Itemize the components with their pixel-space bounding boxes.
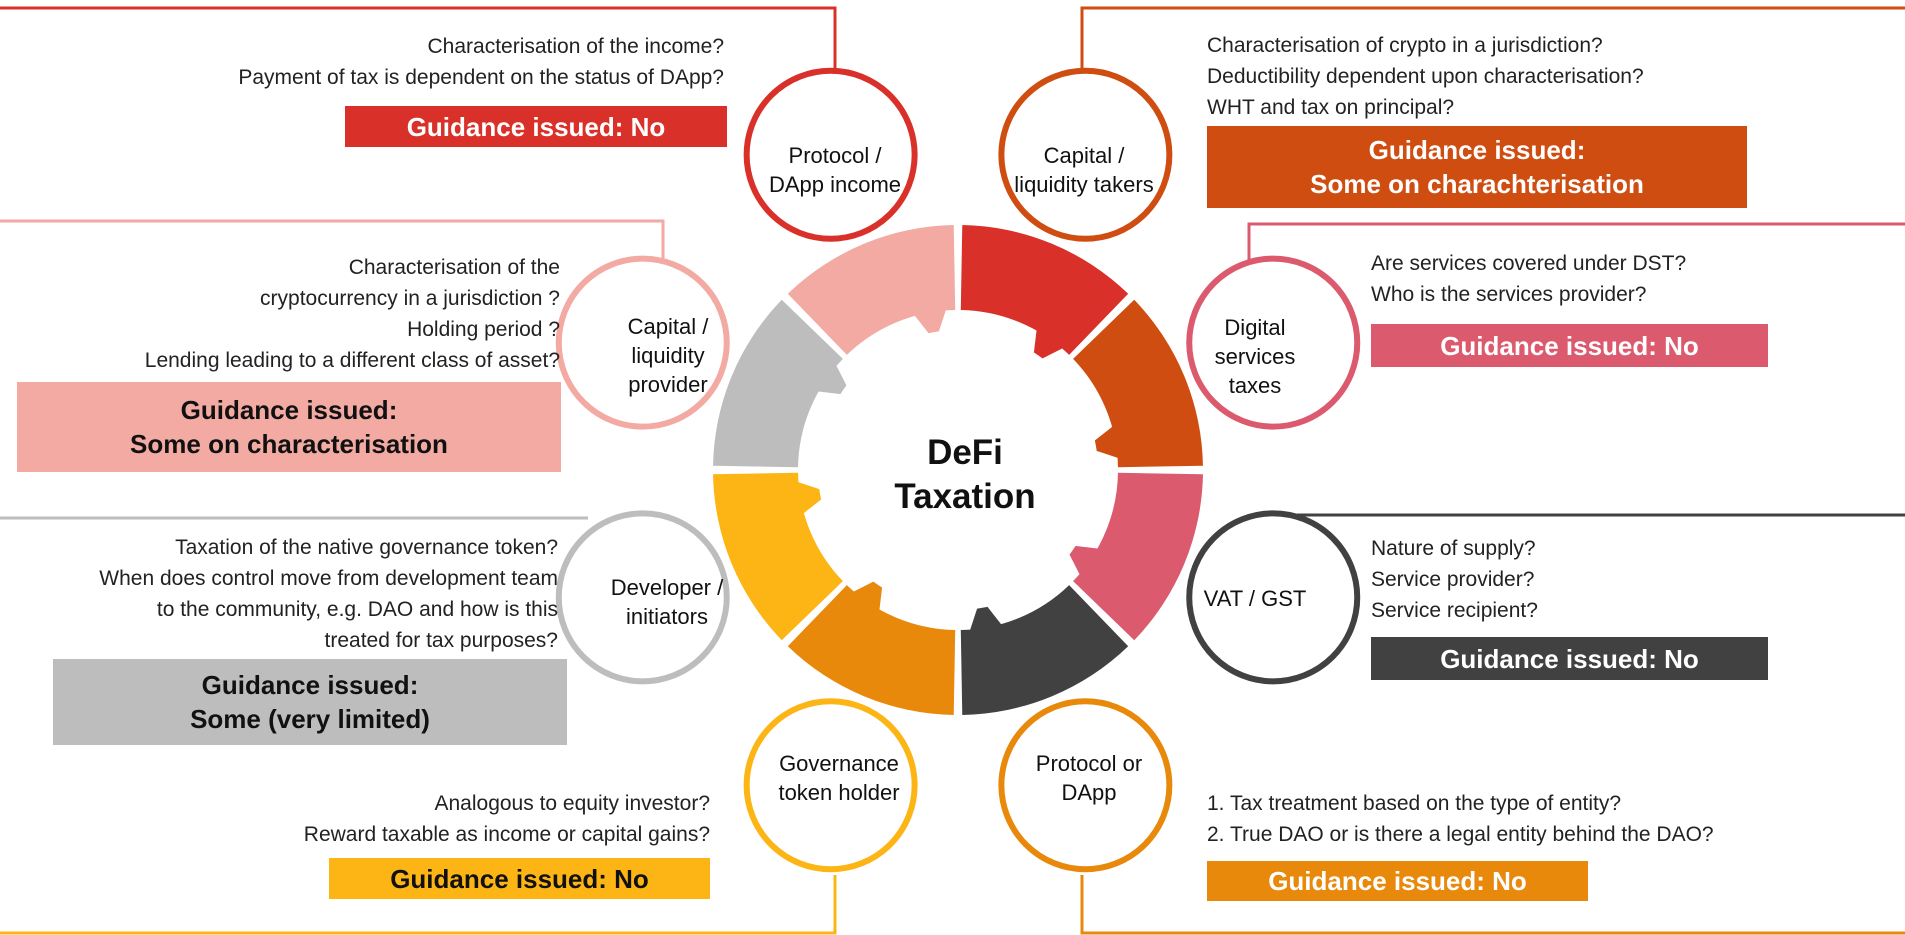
node-circle-governance — [743, 698, 918, 873]
ring-segment-dst — [1073, 472, 1203, 641]
question-line: Characterisation of the — [348, 256, 560, 279]
question-line: Analogous to equity investor? — [434, 792, 710, 815]
guidance-badge-developer: Guidance issued: Some (very limited) — [53, 659, 567, 745]
guidance-text: Guidance issued: No — [1440, 643, 1699, 674]
guidance-badge-dst: Guidance issued: No — [1371, 324, 1768, 367]
question-line: Characterisation of crypto in a jurisdic… — [1207, 34, 1603, 57]
question-line: 1. Tax treatment based on the type of en… — [1207, 792, 1622, 815]
ring-arrow-protocol-income — [1032, 319, 1072, 364]
guidance-text: Guidance issued: No — [1268, 866, 1527, 896]
ring-arrow-dst — [1064, 544, 1109, 584]
node-circle-dst — [1186, 255, 1361, 430]
question-line: Holding period ? — [407, 318, 560, 341]
node-vat: VAT / GST — [1203, 585, 1307, 611]
node-circle-capital-provider — [555, 255, 730, 430]
node-protocol-income: Protocol / DApp income — [768, 143, 902, 197]
questions-governance: Analogous to equity investor? Reward tax… — [304, 788, 710, 850]
question-line: Are services covered under DST? — [1371, 252, 1687, 275]
guidance-text: Guidance issued: No — [1440, 330, 1699, 361]
node-capital-provider: Capital / liquidity provider — [627, 313, 709, 397]
ring-arrow-governance — [788, 478, 830, 520]
ring-arrow-capital-takers — [1086, 420, 1128, 462]
question-line: WHT and tax on principal? — [1207, 96, 1455, 119]
connector-capital-takers — [1080, 6, 1905, 95]
node-dst: Digital services taxes — [1214, 314, 1296, 398]
connector-protocol-dapp — [1080, 875, 1905, 935]
connector-capital-provider — [0, 219, 665, 265]
center-title: DeFi Taxation — [880, 425, 1050, 525]
ring-arrow-protocol-dapp — [844, 576, 884, 621]
node-circle-protocol-income — [743, 67, 918, 242]
question-line: Lending leading to a different class of … — [144, 349, 560, 372]
question-line: Nature of supply? — [1371, 537, 1536, 560]
connector-dst — [1247, 222, 1905, 270]
node-developer: Developer / initiators — [610, 575, 724, 629]
question-line: cryptocurrency in a jurisdiction ? — [260, 287, 560, 310]
question-line: Who is the services provider? — [1371, 283, 1647, 306]
guidance-text: Guidance issued: — [1368, 135, 1586, 165]
question-line: to the community, e.g. DAO and how is th… — [156, 598, 558, 621]
guidance-text: Guidance issued: — [180, 395, 398, 425]
questions-protocol-dapp: 1. Tax treatment based on the type of en… — [1207, 788, 1714, 850]
question-line: Payment of tax is dependent on the statu… — [238, 66, 724, 89]
question-line: When does control move from development … — [99, 567, 558, 590]
questions-capital-provider: Characterisation of the cryptocurrency i… — [145, 252, 560, 376]
question-line: 2. True DAO or is there a legal entity b… — [1207, 823, 1714, 846]
questions-capital-takers: Characterisation of crypto in a jurisdic… — [1207, 30, 1644, 123]
question-line: treated for tax purposes? — [324, 629, 558, 652]
ring-segment-capital-takers — [1073, 299, 1203, 468]
guidance-text: Guidance issued: No — [390, 863, 649, 894]
guidance-text: Some on charachterisation — [1310, 169, 1644, 199]
ring-arrow-developer — [807, 356, 852, 396]
ring-segment-governance — [713, 472, 843, 641]
ring-segment-protocol-dapp — [787, 585, 956, 715]
node-protocol-dapp: Protocol or DApp — [1035, 751, 1143, 805]
question-line: Service provider? — [1371, 568, 1535, 591]
connector-protocol-income — [0, 6, 837, 95]
questions-developer: Taxation of the native governance token?… — [99, 532, 558, 656]
node-circle-vat — [1186, 510, 1361, 685]
question-line: Service recipient? — [1371, 599, 1538, 622]
connector-governance — [0, 875, 837, 935]
question-line: Reward taxable as income or capital gain… — [303, 823, 710, 846]
ring-segment-protocol-income — [960, 225, 1129, 355]
ring-arrow-vat — [966, 598, 1008, 640]
node-circle-protocol-dapp — [998, 698, 1173, 873]
guidance-text: Guidance issued: — [201, 670, 419, 700]
questions-vat: Nature of supply? Service provider? Serv… — [1371, 533, 1538, 626]
questions-protocol-income: Characterisation of the income? Payment … — [238, 31, 724, 93]
guidance-badge-protocol-dapp: Guidance issued: No — [1207, 861, 1588, 901]
guidance-badge-governance: Guidance issued: No — [329, 858, 710, 899]
guidance-badge-vat: Guidance issued: No — [1371, 637, 1768, 680]
questions-dst: Are services covered under DST? Who is t… — [1371, 248, 1686, 310]
node-governance: Governance token holder — [778, 751, 900, 805]
guidance-text: Some (very limited) — [190, 704, 430, 734]
ring-segment-developer — [713, 299, 843, 468]
ring-segment-vat — [960, 585, 1129, 715]
ring-arrow-capital-provider — [908, 300, 950, 342]
guidance-text: Guidance issued: No — [406, 111, 666, 142]
question-line: Characterisation of the income? — [427, 35, 725, 58]
node-circle-capital-takers — [998, 67, 1173, 242]
node-capital-takers: Capital / liquidity takers — [1014, 143, 1154, 197]
center-disc — [818, 330, 1098, 610]
guidance-badge-protocol-income: Guidance issued: No — [345, 106, 727, 147]
center-title-line1: DeFi — [927, 433, 1003, 472]
guidance-badge-capital-takers: Guidance issued: Some on charachterisati… — [1207, 126, 1747, 208]
guidance-text: Some on characterisation — [130, 429, 448, 459]
question-line: Taxation of the native governance token? — [175, 536, 558, 559]
node-circle-developer — [555, 510, 730, 685]
center-title-line2: Taxation — [894, 477, 1036, 516]
question-line: Deductibility dependent upon characteris… — [1207, 65, 1644, 88]
ring-segment-capital-provider — [787, 225, 956, 355]
guidance-badge-capital-provider: Guidance issued: Some on characterisatio… — [17, 382, 561, 472]
